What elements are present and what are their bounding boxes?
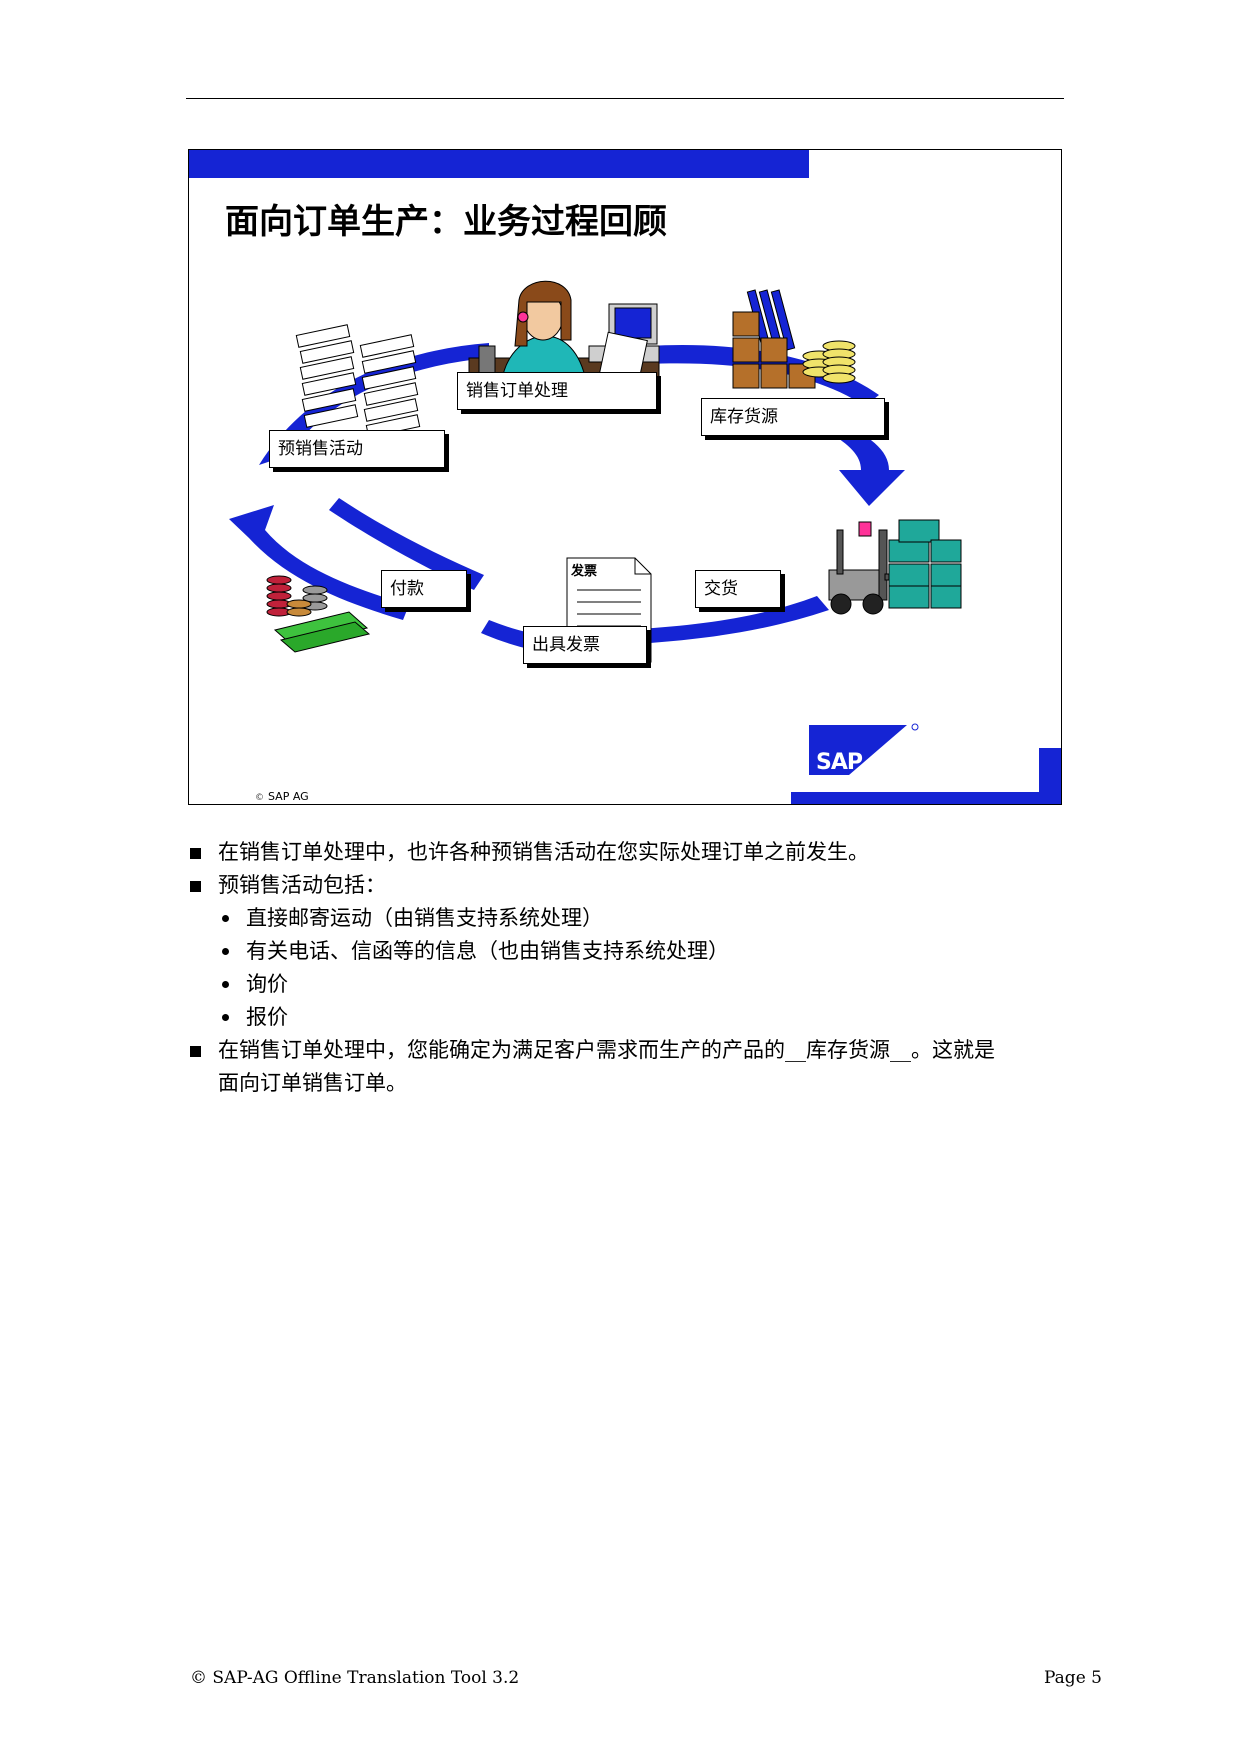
arrow-right-head — [829, 420, 905, 506]
note-text-end: 。这就是 — [911, 1038, 995, 1062]
dot-bullet-icon — [222, 981, 229, 988]
square-bullet-icon — [190, 848, 201, 859]
step-payment: 付款 — [381, 570, 467, 608]
header-rule — [186, 98, 1064, 99]
note-text: 在销售订单处理中，也许各种预销售活动在您实际处理订单之前发生。 — [218, 840, 869, 864]
slide-copyright: © SAP AG — [255, 790, 309, 803]
payment-icon — [266, 575, 371, 653]
sales-clerk-icon — [468, 280, 660, 387]
sub-list-item: 直接邮寄运动（由销售支持系统处理） — [190, 902, 1070, 935]
slide-title: 面向订单生产：业务过程回顾 — [225, 202, 667, 242]
fill-in-answer: 库存货源 — [806, 1038, 890, 1062]
dot-bullet-icon — [222, 1014, 229, 1021]
note-text: 在销售订单处理中，您能确定为满足客户需求而生产的产品的 — [218, 1038, 785, 1062]
step-billing: 出具发票 — [523, 626, 647, 664]
notes-list: 在销售订单处理中，也许各种预销售活动在您实际处理订单之前发生。 预销售活动包括：… — [190, 836, 1070, 1100]
arrow-top-right — [647, 344, 879, 406]
sub-note-text: 报价 — [246, 1005, 288, 1029]
dot-bullet-icon — [222, 948, 229, 955]
sub-list-item: 询价 — [190, 968, 1070, 1001]
process-cycle-diagram — [229, 280, 962, 775]
forklift-icon — [828, 519, 962, 615]
list-item: 在销售订单处理中，您能确定为满足客户需求而生产的产品的__库存货源__。这就是 … — [190, 1034, 1070, 1100]
sub-note-text: 直接邮寄运动（由销售支持系统处理） — [246, 906, 603, 930]
slide-corner-bar — [1039, 748, 1061, 804]
copyright-mark-icon: © — [255, 793, 264, 803]
arrow-bottom-left — [329, 498, 484, 590]
stock-icon — [732, 289, 856, 389]
step-presales-activities: 预销售活动 — [269, 430, 445, 468]
square-bullet-icon — [190, 1046, 201, 1057]
sub-note-text: 有关电话、信函等的信息（也由销售支持系统处理） — [246, 939, 729, 963]
sub-list-item: 有关电话、信函等的信息（也由销售支持系统处理） — [190, 935, 1070, 968]
blank-lead: __ — [785, 1038, 806, 1062]
blank-trail: __ — [890, 1038, 911, 1062]
note-text-line2: 面向订单销售订单。 — [218, 1071, 407, 1095]
step-delivery: 交货 — [695, 570, 781, 608]
sap-logo-icon — [809, 723, 919, 775]
list-item: 在销售订单处理中，也许各种预销售活动在您实际处理订单之前发生。 — [190, 836, 1070, 869]
slide-top-bar — [189, 150, 809, 178]
list-item: 预销售活动包括： — [190, 869, 1070, 902]
arrow-left-head — [229, 505, 409, 620]
arrow-bottom-right — [619, 596, 829, 645]
sap-logo-text: SAP — [816, 750, 863, 775]
dot-bullet-icon — [222, 915, 229, 922]
page-number: Page 5 — [1044, 1668, 1102, 1688]
slide-figure: 面向订单生产：业务过程回顾 — [188, 149, 1062, 805]
step-stock-source: 库存货源 — [701, 398, 885, 436]
slide-bottom-bar — [791, 792, 1061, 804]
copyright-text: SAP AG — [268, 790, 309, 803]
invoice-caption: 发票 — [571, 564, 598, 579]
step-sales-order-processing: 销售订单处理 — [457, 372, 657, 410]
footer-copyright: © SAP-AG Offline Translation Tool 3.2 — [190, 1668, 520, 1688]
sub-note-text: 询价 — [246, 972, 288, 996]
square-bullet-icon — [190, 881, 201, 892]
sub-list-item: 报价 — [190, 1001, 1070, 1034]
note-text: 预销售活动包括： — [218, 873, 386, 897]
